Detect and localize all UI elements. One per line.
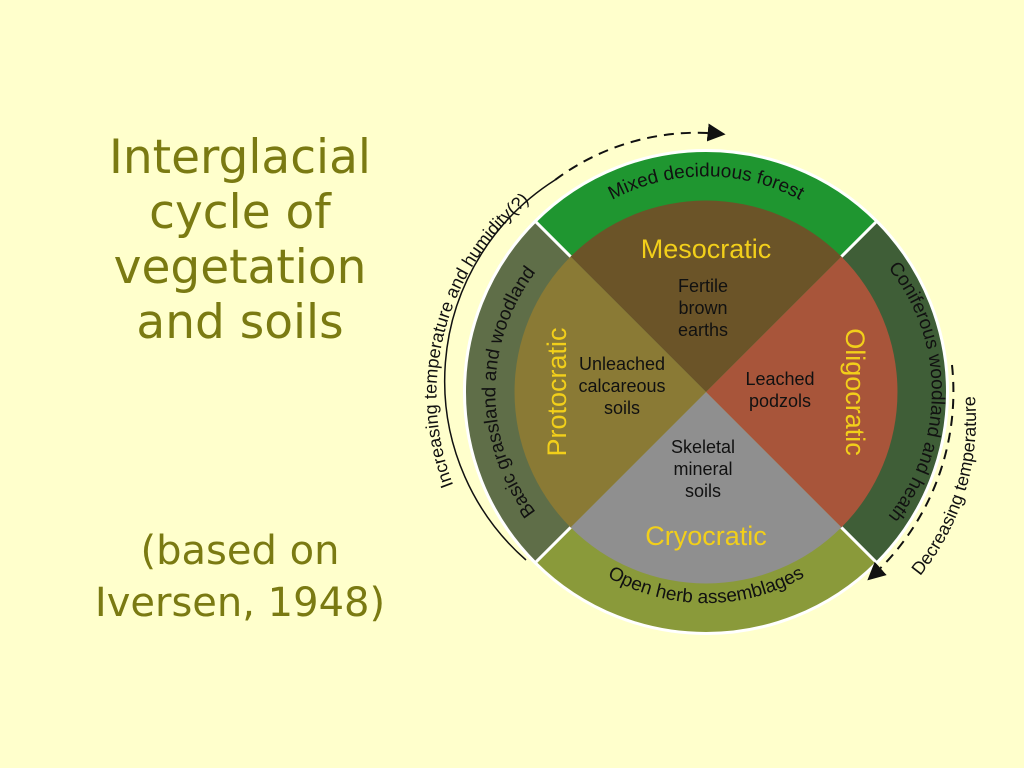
sector-label-mesocratic: Mesocratic (641, 234, 772, 264)
ring-divider (840, 220, 878, 258)
soil-label-bottom: Skeletal (671, 437, 735, 457)
soil-label-right: podzols (749, 391, 811, 411)
soil-label-left: calcareous (578, 376, 665, 396)
increasing-arrow-line (443, 179, 556, 561)
decreasing-arrow-dashed (867, 364, 955, 581)
title-line: vegetation (113, 240, 367, 295)
title-line: cycle of (149, 185, 331, 240)
subtitle-line: Iversen, 1948) (94, 580, 386, 626)
ring-outline (463, 149, 949, 635)
sector-left (514, 256, 706, 528)
soil-label-bottom: mineral (673, 459, 732, 479)
subtitle-line: (based on (140, 528, 340, 574)
slide-title: Interglacial cycle of vegetation and soi… (30, 130, 450, 350)
sector-top (570, 200, 842, 392)
ring-divider (840, 526, 878, 564)
sector-label-oligocratic: Oligocratic (840, 328, 870, 456)
soil-label-left: soils (604, 398, 640, 418)
slide-subtitle: (based on Iversen, 1948) (30, 525, 450, 629)
title-line: and soils (136, 295, 344, 350)
soil-label-left: Unleached (579, 354, 665, 374)
sector-right (706, 256, 898, 528)
ring-divider (534, 526, 572, 564)
increasing-arrow-dashed (554, 123, 726, 181)
sector-label-cryocratic: Cryocratic (645, 521, 767, 551)
soil-label-top: brown (678, 298, 727, 318)
soil-label-top: Fertile (678, 276, 728, 296)
soil-label-right: Leached (745, 369, 814, 389)
soil-label-bottom: soils (685, 481, 721, 501)
ring-divider (534, 220, 572, 258)
sector-bottom (570, 392, 842, 584)
sector-label-protocratic: Protocratic (542, 327, 572, 456)
title-line: Interglacial (109, 130, 371, 185)
soil-label-top: earths (678, 320, 728, 340)
